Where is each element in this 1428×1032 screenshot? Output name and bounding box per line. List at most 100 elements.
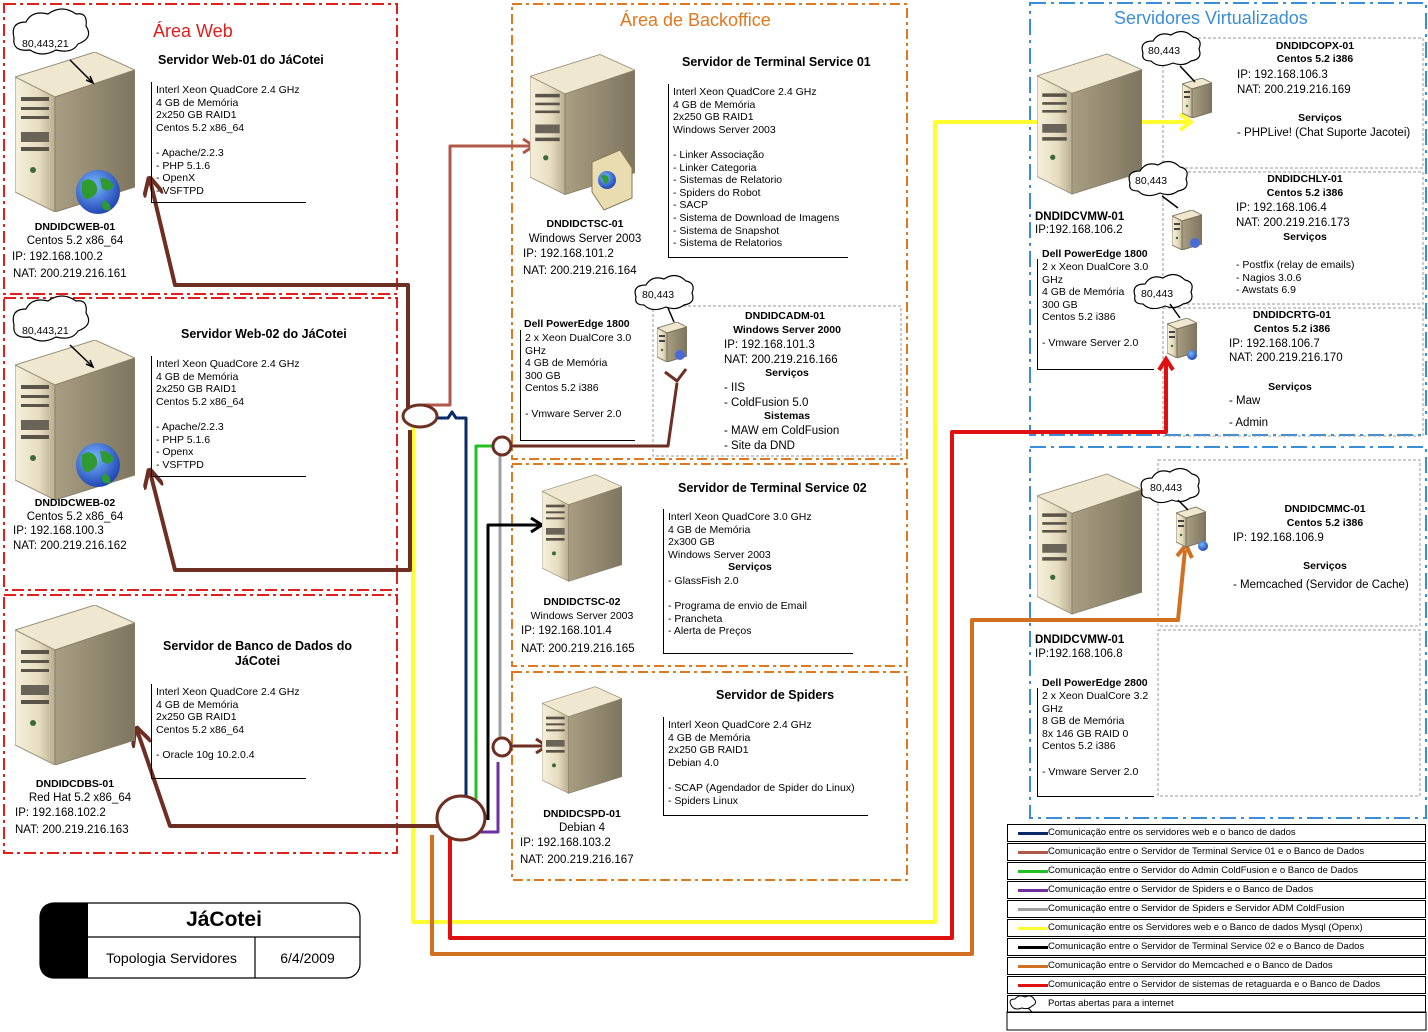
adm-name: DNDIDCADM-01	[745, 310, 825, 322]
server-tsc02-icon	[542, 474, 622, 582]
zone-title-web: Área Web	[153, 21, 233, 41]
zone-title-backoffice: Área de Backoffice	[620, 10, 771, 30]
tsc02-title: Servidor de Terminal Service 02	[678, 481, 867, 495]
adm-systems-title: Sistemas	[763, 410, 811, 422]
cloud-icon-web02	[12, 295, 90, 342]
tsc01-nat: NAT: 200.219.216.164	[523, 265, 637, 277]
vmw1-specs: 2 x Xeon DualCore 3.0 GHz 4 GB de Memóri…	[1037, 259, 1154, 370]
spd-ip: IP: 192.168.103.2	[520, 837, 611, 849]
port-label-chly: 80,443	[1135, 175, 1168, 187]
vmw2-model: Dell PowerEdge 2800	[1042, 677, 1148, 689]
legend-label: Comunicação entre o Servidor do Memcache…	[1048, 960, 1333, 971]
web01-title: Servidor Web-01 do JáCotei	[158, 53, 324, 67]
adm-ip: IP: 192.168.101.3	[724, 339, 815, 351]
port-label-web01: 80,443,21	[22, 38, 69, 50]
vmw1-ip: IP:192.168.106.2	[1035, 224, 1123, 236]
tsc02-specs: Interl Xeon QuadCore 3.0 GHz 4 GB de Mem…	[663, 509, 853, 654]
copx-services: - PHPLive! (Chat Suporte Jacotei)	[1237, 127, 1411, 139]
legend-swatch	[1018, 984, 1048, 987]
web01-os: Centos 5.2 x86_64	[26, 235, 124, 247]
chly-name: DNDIDCHLY-01	[1267, 173, 1343, 185]
cloud-icon-web01	[12, 8, 90, 55]
crtg-services: - Maw - Admin	[1229, 395, 1268, 429]
spd-os: Debian 4	[558, 822, 606, 834]
pe1800-model: Dell PowerEdge 1800	[524, 318, 630, 330]
copx-nat: NAT: 200.219.216.169	[1237, 84, 1351, 96]
legend-label: Comunicação entre o Servidor do Admin Co…	[1048, 865, 1358, 876]
port-label-mmc: 80,443	[1150, 482, 1183, 494]
tsc01-os: Windows Server 2003	[528, 233, 642, 245]
zone-virtual-1	[1029, 2, 1427, 436]
mmc-services-title: Serviços	[1303, 560, 1347, 572]
legend-swatch	[1018, 889, 1048, 892]
legend-row: Comunicação entre os Servidores web e o …	[1007, 919, 1426, 937]
vm-mmc-icon	[1176, 506, 1206, 548]
crtg-name: DNDIDCRTG-01	[1252, 309, 1332, 321]
server-dbs-icon	[15, 605, 135, 765]
crtg-nat: NAT: 200.219.216.170	[1229, 352, 1343, 364]
dbs-title: Servidor de Banco de Dados do JáCotei	[163, 639, 352, 668]
tsc02-nat: NAT: 200.219.216.165	[521, 643, 635, 655]
zone-web-3	[3, 594, 398, 854]
zone-web-1	[3, 3, 398, 295]
dbs-os: Red Hat 5.2 x86_64	[28, 792, 132, 804]
tsc01-title: Servidor de Terminal Service 01	[682, 55, 871, 69]
cloud-icon-copx	[1141, 30, 1201, 67]
crtg-os: Centos 5.2 i386	[1253, 323, 1331, 335]
vmw1-model: Dell PowerEdge 1800	[1042, 248, 1148, 260]
adm-os: Windows Server 2000	[733, 324, 841, 336]
copx-os: Centos 5.2 i386	[1276, 53, 1354, 65]
copx-ip: IP: 192.168.106.3	[1237, 69, 1328, 81]
cloud-icon-crtg	[1133, 273, 1193, 310]
diagram-title: JáCotei	[186, 908, 262, 931]
legend-row: Comunicação entre o Servidor de Spiders …	[1007, 881, 1426, 899]
legend-label: Comunicação entre o Servidor de Terminal…	[1048, 846, 1365, 857]
web02-title: Servidor Web-02 do JáCotei	[181, 327, 347, 341]
chly-services-title: Serviços	[1283, 231, 1327, 243]
server-vmw2-icon	[1037, 473, 1142, 615]
legend-swatch	[1018, 927, 1048, 930]
crtg-services-title: Serviços	[1268, 381, 1312, 393]
spd-title: Servidor de Spiders	[716, 688, 835, 702]
crtg-ip: IP: 192.168.106.7	[1229, 338, 1320, 350]
legend-label: Comunicação entre o Servidor de sistemas…	[1048, 979, 1381, 990]
tsc01-specs: Interl Xeon QuadCore 2.4 GHz 4 GB de Mem…	[668, 84, 848, 258]
legend-swatch	[1018, 908, 1048, 911]
legend-row: Portas abertas para a internet	[1007, 995, 1426, 1013]
spd-nat: NAT: 200.219.216.167	[520, 854, 634, 866]
legend-swatch	[1018, 832, 1048, 835]
zone-title-virtual: Servidores Virtualizados	[1114, 8, 1308, 28]
mmc-name: DNDIDCMMC-01	[1284, 503, 1366, 515]
legend-row: Comunicação entre o Servidor de sistemas…	[1007, 976, 1426, 994]
vmw2-name: DNDIDCVMW-01	[1035, 634, 1125, 646]
port-label-crtg: 80,443	[1141, 288, 1174, 300]
spd-name: DNDIDCSPD-01	[543, 808, 621, 820]
dbs-name: DNDIDCDBS-01	[35, 778, 115, 790]
chly-nat: NAT: 200.219.216.173	[1236, 217, 1350, 229]
zone-web-2	[3, 297, 398, 591]
legend-row: Comunicação entre o Servidor de Terminal…	[1007, 843, 1426, 861]
zone-backoffice-2	[511, 463, 908, 667]
pe1800-specs: 2 x Xeon DualCore 3.0 GHz 4 GB de Memóri…	[520, 330, 635, 441]
legend-label: Portas abertas para a internet	[1048, 998, 1174, 1009]
globe-icon-web02	[76, 443, 120, 487]
legend-swatch	[1018, 965, 1048, 968]
vmw1-name: DNDIDCVMW-01	[1035, 211, 1125, 223]
web02-name: DNDIDCWEB-02	[34, 497, 116, 509]
dbs-ip: IP: 192.168.102.2	[15, 807, 106, 819]
chly-ip: IP: 192.168.106.4	[1236, 202, 1327, 214]
legend-cloud-icon	[1009, 995, 1037, 1010]
legend-row: Comunicação entre o Servidor de Spiders …	[1007, 900, 1426, 918]
legend-row: Comunicação entre o Servidor do Admin Co…	[1007, 862, 1426, 880]
web02-os: Centos 5.2 x86_64	[26, 511, 124, 523]
legend-label: Comunicação entre o Servidor de Terminal…	[1048, 941, 1365, 952]
legend-row: Comunicação entre o Servidor do Memcache…	[1007, 957, 1426, 975]
zone-backoffice-3	[511, 671, 908, 881]
legend-swatch	[1018, 946, 1048, 949]
adm-nat: NAT: 200.219.216.166	[724, 354, 838, 366]
adm-systems: - MAW em ColdFusion - Site da DND	[724, 425, 840, 452]
legend-label: Comunicação entre o Servidor de Spiders …	[1048, 903, 1345, 914]
vm-copx-icon	[1182, 78, 1212, 118]
legend-label: Comunicação entre os servidores web e o …	[1048, 827, 1296, 838]
mmc-os: Centos 5.2 i386	[1286, 517, 1364, 529]
